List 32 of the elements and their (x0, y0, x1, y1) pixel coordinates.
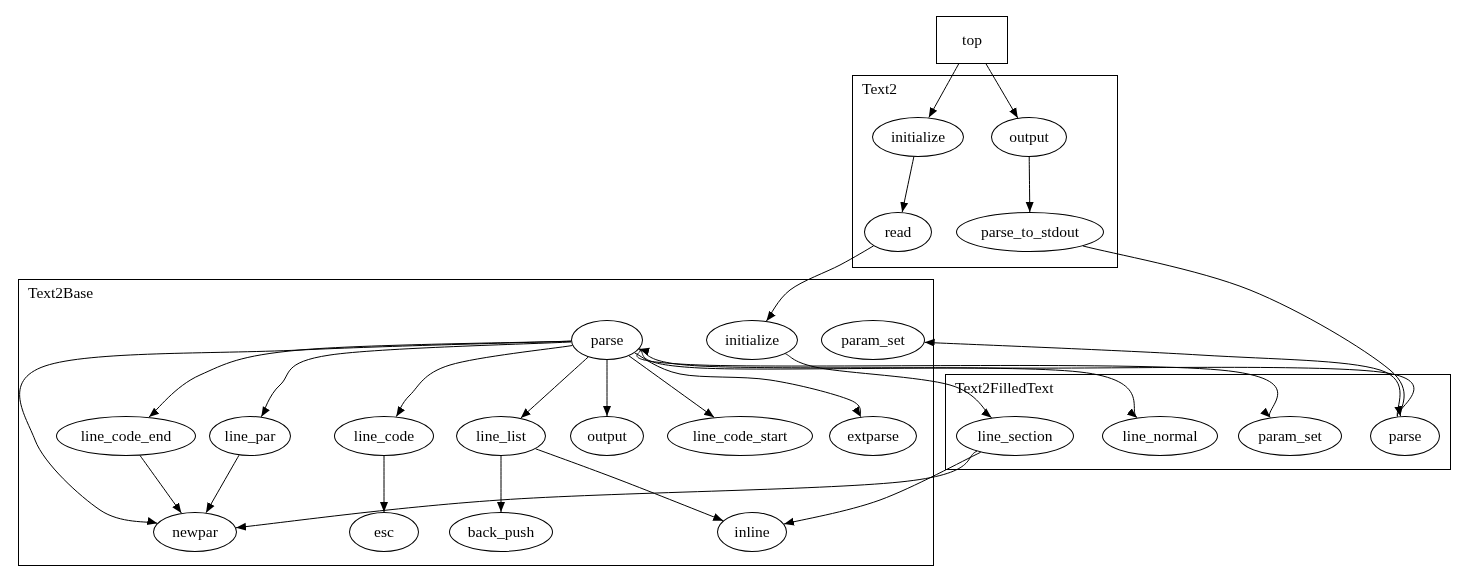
arrow (638, 348, 1415, 417)
arrow (520, 356, 589, 419)
arrow (205, 454, 240, 514)
cluster-frame (18, 279, 934, 566)
cluster-title: Text2FilledText (955, 379, 1054, 397)
arrow (497, 455, 505, 513)
arrow (235, 450, 978, 531)
arrow (765, 245, 875, 322)
arrow (636, 348, 1279, 418)
arrow (900, 156, 915, 213)
arrow (380, 455, 388, 513)
cluster-title: Text2 (862, 80, 898, 98)
arrow (634, 352, 862, 418)
arrow (784, 353, 993, 419)
cluster-title: Text2Base (28, 284, 94, 302)
arrow (1025, 156, 1034, 213)
arrow (928, 63, 960, 119)
arrow (1082, 245, 1405, 417)
arrow (985, 63, 1019, 119)
arrow (603, 359, 611, 417)
arrow (783, 451, 982, 526)
cluster-frame (945, 374, 1451, 470)
arrow (535, 448, 724, 522)
arrow (395, 345, 573, 418)
arrow (148, 340, 572, 418)
arrow (628, 355, 715, 418)
arrow (260, 341, 572, 418)
process-box: top (936, 16, 1008, 64)
arrow (638, 349, 1138, 419)
cluster-frame (852, 75, 1118, 268)
arrow (139, 455, 182, 514)
arrow (924, 338, 1401, 417)
